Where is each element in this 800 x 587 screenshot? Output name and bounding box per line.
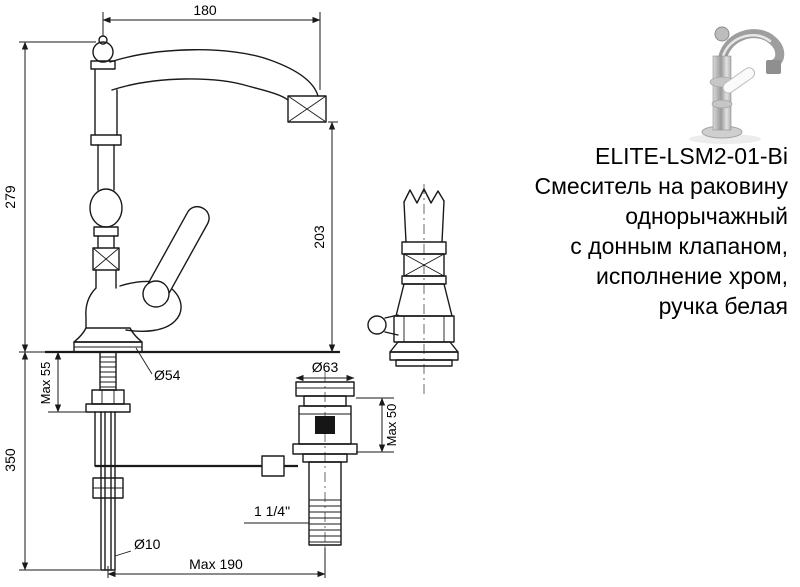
product-desc-line-4: исполнение хром, (595, 263, 788, 289)
rear-hatch (403, 253, 445, 277)
product-desc-line-3: с донным клапаном, (570, 233, 788, 259)
dim-thread: 1 1/4" (244, 503, 309, 524)
faucet-finial (90, 35, 116, 70)
column-hatch (92, 247, 120, 271)
faucet-handle (119, 205, 210, 332)
dim-350-label: 350 (2, 448, 18, 472)
dim-279-label: 279 (2, 185, 18, 209)
rear-lever-stub (367, 314, 399, 336)
dim-d10-label: Ø10 (134, 536, 161, 552)
product-desc-line-2: однорычажный (625, 203, 788, 229)
photo-shadow (689, 134, 761, 144)
faucet-base (73, 327, 143, 353)
body-rear-view (367, 184, 459, 398)
photo-aerator (766, 60, 781, 74)
drain-side-opening (315, 416, 335, 434)
product-code: ELITE-LSM2-01-Bi (594, 143, 788, 169)
photo-finial (714, 26, 730, 42)
product-desc-line-5: ручка белая (658, 293, 788, 319)
product-info: ELITE-LSM2-01-Bi Смеситель на раковину о… (534, 141, 788, 321)
supply-pipes (92, 411, 124, 571)
pop-up-rod (94, 411, 298, 477)
tailpiece-thread (309, 499, 341, 543)
aerator-hatch (287, 95, 327, 123)
break-line (403, 188, 445, 204)
dim-thread-label: 1 1/4" (254, 503, 290, 519)
drain-assembly-view (292, 372, 358, 558)
dim-d54: Ø54 (135, 347, 181, 383)
dim-max190: Max 190 (107, 548, 326, 578)
faucet-spout (109, 49, 327, 123)
dim-d54-label: Ø54 (154, 367, 181, 383)
dim-279: 279 (2, 41, 96, 353)
photo-white-lever (722, 67, 756, 94)
product-desc-line-1: Смеситель на раковину (534, 173, 788, 199)
dim-max50-label: Max 50 (384, 404, 399, 447)
dim-max55-label: Max 55 (38, 362, 53, 405)
dim-max190-label: Max 190 (189, 556, 243, 572)
main-faucet-view (45, 35, 340, 571)
dim-max55: Max 55 (38, 351, 90, 413)
dim-max50: Max 50 (356, 397, 399, 453)
dim-203: 203 (311, 121, 338, 353)
dim-d63: Ø63 (295, 359, 355, 382)
dim-203-label: 203 (311, 225, 327, 249)
dim-d10: Ø10 (114, 536, 161, 557)
dim-d63-label: Ø63 (312, 359, 339, 375)
dim-180: 180 (102, 2, 321, 90)
dim-180-label: 180 (193, 2, 217, 18)
mounting-hardware (85, 351, 131, 413)
faucet-column (85, 69, 123, 329)
dim-350: 350 (2, 351, 100, 571)
product-photo (689, 26, 785, 144)
